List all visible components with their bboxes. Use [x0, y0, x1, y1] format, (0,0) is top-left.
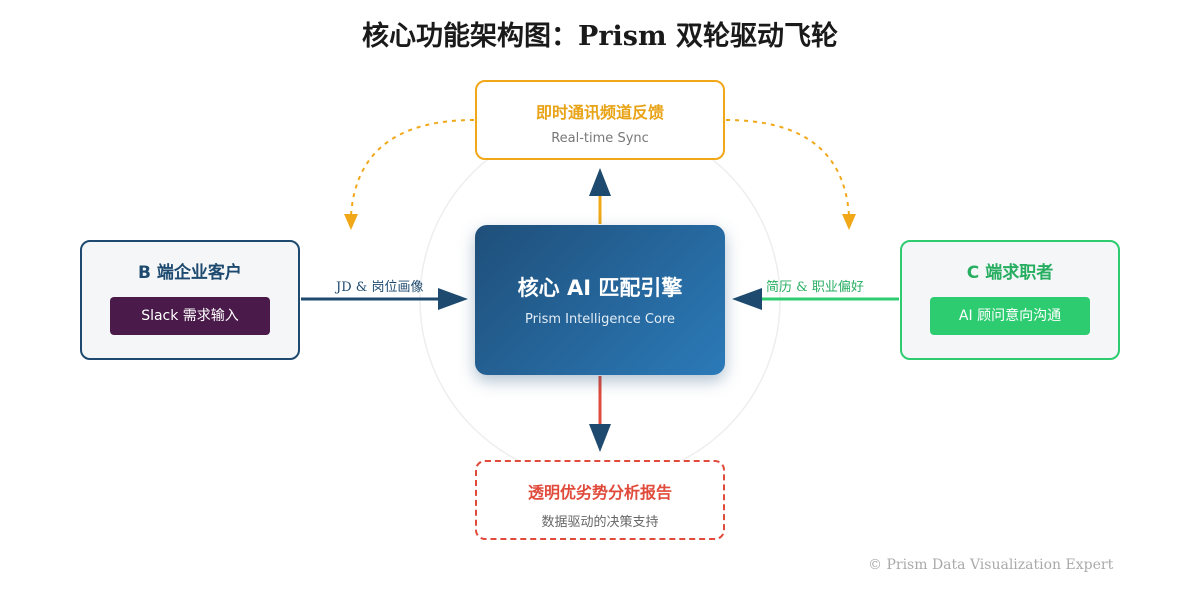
core-engine-title: 核心 AI 匹配引擎	[517, 276, 683, 300]
slack-input-pill: Slack 需求输入	[110, 297, 270, 335]
analysis-report-title: 透明优劣势分析报告	[527, 483, 672, 502]
jd-profile-edge-label: JD & 岗位画像	[336, 280, 424, 295]
top-to-left-dotted-arrow	[350, 119, 475, 216]
left-to-core-arrowhead	[438, 288, 468, 310]
resume-preference-edge-label: 简历 & 职业偏好	[766, 280, 864, 295]
realtime-sync-title: 即时通讯频道反馈	[535, 103, 664, 122]
realtime-sync-subtitle: Real-time Sync	[551, 131, 649, 146]
top-to-right-dotted-arrow	[725, 119, 850, 216]
c-side-candidate-title: C 端求职者	[966, 263, 1054, 283]
top-to-right-arrowhead	[842, 214, 856, 230]
core-to-top-arrowhead	[589, 168, 611, 196]
core-engine-subtitle: Prism Intelligence Core	[525, 312, 675, 327]
footer-credit: © Prism Data Visualization Expert	[868, 557, 1114, 573]
c-side-candidate-node: C 端求职者 AI 顾问意向沟通	[900, 240, 1120, 360]
right-to-core-arrowhead	[732, 288, 762, 310]
ai-consultant-pill: AI 顾问意向沟通	[930, 297, 1090, 335]
core-engine-node: 核心 AI 匹配引擎 Prism Intelligence Core	[475, 225, 725, 375]
analysis-report-node: 透明优劣势分析报告 数据驱动的决策支持	[475, 460, 725, 540]
page-title: 核心功能架构图：Prism 双轮驱动飞轮	[362, 21, 838, 52]
analysis-report-subtitle: 数据驱动的决策支持	[541, 515, 659, 530]
b-side-client-title: B 端企业客户	[138, 263, 242, 283]
core-to-bottom-arrowhead	[589, 424, 611, 452]
top-to-left-arrowhead	[344, 214, 358, 230]
b-side-client-node: B 端企业客户 Slack 需求输入	[80, 240, 300, 360]
realtime-sync-node: 即时通讯频道反馈 Real-time Sync	[475, 80, 725, 160]
